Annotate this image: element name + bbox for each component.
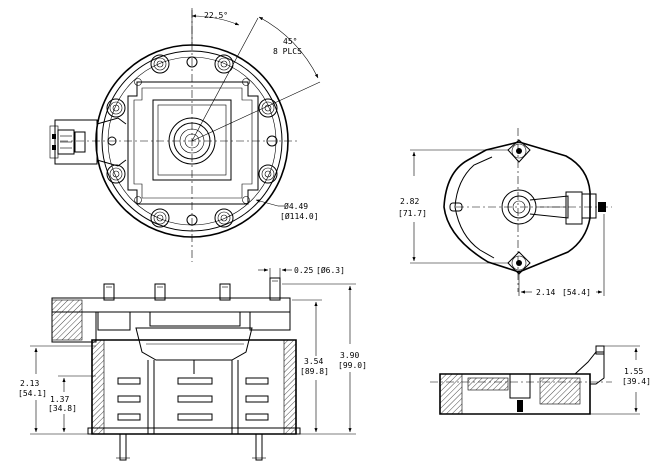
cap-side-view: 0.25 [Ø6.3] 3.90 [99.0] 3.54 [89.8] 2.13…: [18, 265, 367, 461]
body-slots: [117, 377, 269, 421]
angle-radial-line-1: [191, 17, 259, 142]
angle-45-arc: [258, 16, 319, 79]
angle-225-arc: [191, 14, 240, 26]
wire-connector: [49, 117, 127, 167]
rotor-height-mm: [71.7]: [398, 209, 427, 218]
upper-towers: [97, 312, 291, 331]
body-wall-left: [91, 339, 105, 435]
rotor-side-left-section: [439, 373, 463, 415]
rotor-body-inner-edge: [454, 156, 493, 208]
body-ribs: [147, 360, 239, 434]
mid-height-in: 3.54: [304, 357, 323, 366]
angle-225-label: 22.5°: [204, 11, 228, 20]
rotor-side-height-in: 1.55: [624, 367, 643, 376]
left-height-mm: [54.1]: [18, 389, 47, 398]
mid-height-mm: [89.8]: [300, 367, 329, 376]
coil-housing-outer: [127, 81, 259, 205]
rotor-side-shaft: [509, 373, 531, 399]
coil-window-inner: [157, 104, 227, 176]
base-flange: [87, 427, 301, 435]
mounting-legs: [116, 433, 266, 461]
cap-outer-rim: [95, 44, 289, 238]
cap-top-view: 22.5° 45° 8 PLCS Ø4.49 [Ø114.0]: [49, 8, 321, 262]
terminal-towers: [106, 54, 278, 228]
top-plate: [51, 297, 291, 313]
terminal-tower: [106, 164, 126, 184]
rotor-height-in: 2.82: [400, 197, 419, 206]
coil-housing-inner: [133, 87, 253, 199]
diameter-in-label: Ø4.49: [284, 201, 308, 211]
diameter-mm-label: [Ø114.0]: [280, 211, 319, 221]
rotor-side-contact-tip: [595, 345, 605, 355]
terminal-tower: [150, 208, 170, 228]
total-height-in: 3.90: [340, 351, 359, 360]
low-height-in: 1.37: [50, 395, 69, 404]
center-hub: [168, 117, 216, 165]
low-height-mm: [34.8]: [48, 404, 77, 413]
terminal-tower: [258, 164, 278, 184]
rotor-side-mid-section: [467, 377, 509, 391]
body-wall-right: [283, 339, 297, 435]
terminal-tower: [214, 208, 234, 228]
rotor-body: [443, 141, 591, 273]
angle-radial-line-2: [191, 81, 321, 142]
terminal-tower: [150, 54, 170, 74]
rotor-length-in: 2.14: [536, 288, 555, 297]
pin-diameter-in: 0.25: [294, 266, 313, 275]
rotor-hub: [501, 189, 537, 225]
pin-diameter-mm: [Ø6.3]: [316, 265, 345, 275]
rotor-side-height-mm: [39.4]: [622, 377, 651, 386]
terminal-tower: [214, 54, 234, 74]
rotor-contact-arm: [529, 191, 606, 225]
rotor-body-inner-edge-lower: [454, 206, 495, 259]
rotor-length-mm: [54.4]: [562, 288, 591, 297]
rotor-left-key: [449, 202, 463, 212]
coil-window: [152, 99, 232, 181]
terminal-tower: [106, 98, 126, 118]
rotor-side-view: 1.55 [39.4]: [430, 345, 651, 415]
left-boss-section: [51, 299, 83, 341]
diameter-leader: [255, 199, 279, 207]
terminal-tower: [258, 98, 278, 118]
left-height-in: 2.13: [20, 379, 39, 388]
total-height-mm: [99.0]: [338, 361, 367, 370]
rotor-side-right-section: [539, 377, 581, 405]
angle-45-label: 45°: [283, 37, 297, 46]
rotor-top-view: 2.82 [71.7] 2.14 [54.4]: [398, 128, 612, 297]
angle-count-label: 8 PLCS: [273, 47, 302, 56]
rotor-top-lobe: [507, 139, 531, 163]
cap-inner-rim: [101, 50, 283, 232]
terminal-pins: [103, 277, 281, 301]
screw-holes: [107, 56, 278, 226]
rotor-side-spring: [517, 400, 523, 412]
